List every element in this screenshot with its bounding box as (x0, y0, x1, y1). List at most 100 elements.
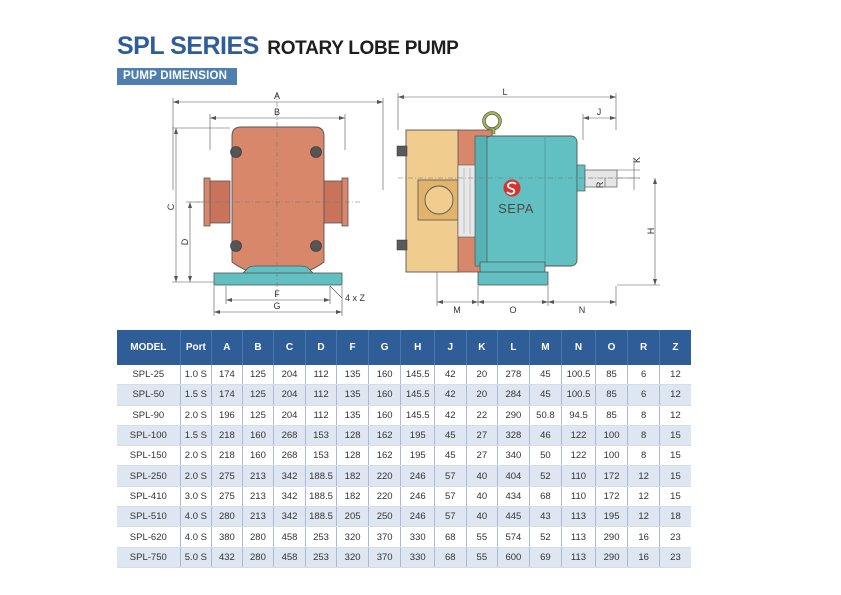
column-header-l: L (497, 330, 530, 365)
table-cell: 162 (368, 445, 402, 467)
table-cell: 68 (529, 486, 563, 508)
table-cell: 52 (529, 526, 563, 548)
table-cell: 268 (273, 445, 306, 467)
table-cell: 2.0 S (180, 405, 213, 426)
product-name: ROTARY LOBE PUMP (267, 38, 459, 59)
table-cell: 40 (466, 506, 499, 528)
table-cell: 125 (242, 365, 275, 386)
table-cell: 330 (400, 526, 435, 548)
table-cell: SPL-25 (117, 365, 181, 386)
table-cell: 55 (466, 547, 499, 568)
table-cell: 174 (211, 384, 243, 406)
table-cell: 112 (305, 384, 338, 406)
table-cell: SPL-750 (117, 547, 181, 568)
table-cell: 153 (305, 425, 338, 447)
table-cell: 280 (242, 547, 275, 568)
table-cell: 94.5 (561, 405, 596, 426)
table-cell: 5.0 S (180, 547, 213, 568)
table-cell: 342 (273, 465, 306, 487)
column-header-d: D (305, 330, 338, 365)
table-cell: 246 (400, 486, 435, 508)
table-cell: 246 (400, 506, 435, 528)
table-cell: 328 (497, 425, 530, 447)
dim-label-o: O (509, 305, 516, 315)
dim-label-r: R (595, 181, 605, 188)
table-cell: 220 (368, 465, 402, 487)
table-cell: 340 (497, 445, 530, 467)
column-header-n: N (561, 330, 596, 365)
table-cell: 12 (659, 365, 691, 386)
dim-label-g: G (273, 301, 280, 311)
table-cell: 380 (211, 526, 243, 548)
dim-label-d: D (180, 238, 190, 245)
table-cell: 68 (434, 547, 467, 568)
dim-label-m: M (453, 305, 461, 315)
table-cell: 45 (529, 384, 563, 406)
table-cell: 112 (305, 405, 338, 426)
table-cell: 1.5 S (180, 425, 213, 447)
table-cell: 45 (434, 425, 467, 447)
table-cell: 213 (242, 465, 275, 487)
table-cell: 404 (497, 465, 530, 487)
table-cell: 113 (561, 506, 596, 528)
dim-label-k: K (632, 157, 642, 163)
table-cell: 15 (659, 486, 691, 508)
table-cell: 55 (466, 526, 499, 548)
table-cell: 113 (561, 547, 596, 568)
table-cell: 204 (273, 365, 306, 386)
table-cell: 174 (211, 365, 243, 386)
table-cell: 12 (627, 506, 660, 528)
table-cell: 153 (305, 445, 338, 467)
dim-label-f: F (274, 289, 280, 299)
column-header-z: Z (659, 330, 691, 365)
table-cell: 46 (529, 425, 563, 447)
table-cell: 4.0 S (180, 506, 213, 528)
table-cell: 50.8 (529, 405, 563, 426)
table-cell: 213 (242, 506, 275, 528)
table-cell: 40 (466, 486, 499, 508)
column-header-m: M (529, 330, 563, 365)
table-cell: 12 (627, 465, 660, 487)
table-cell: 458 (273, 526, 306, 548)
table-cell: 57 (434, 486, 467, 508)
table-cell: 172 (595, 486, 629, 508)
table-cell: 196 (211, 405, 243, 426)
column-header-model: MODEL (117, 330, 181, 365)
table-cell: 27 (466, 425, 499, 447)
table-cell: 100 (595, 425, 629, 447)
table-cell: 246 (400, 465, 435, 487)
table-cell: 145.5 (400, 384, 435, 406)
table-cell: 128 (336, 445, 369, 467)
dim-label-h: H (646, 228, 656, 235)
dim-label-a: A (274, 91, 280, 101)
table-cell: 12 (627, 486, 660, 508)
column-header-j: J (434, 330, 467, 365)
table-cell: 43 (529, 506, 563, 528)
table-cell: 574 (497, 526, 530, 548)
table-cell: 172 (595, 465, 629, 487)
table-cell: 100 (595, 445, 629, 467)
table-cell: 8 (627, 425, 660, 447)
table-cell: 15 (659, 445, 691, 467)
table-cell: 1.5 S (180, 384, 213, 406)
table-cell: 69 (529, 547, 563, 568)
column-header-b: B (242, 330, 275, 365)
table-cell: 125 (242, 384, 275, 406)
table-cell: 284 (497, 384, 530, 406)
column-header-f: F (336, 330, 369, 365)
column-header-h: H (400, 330, 435, 365)
column-header-a: A (211, 330, 243, 365)
table-cell: 290 (497, 405, 530, 426)
table-cell: 220 (368, 486, 402, 508)
table-cell: 12 (659, 384, 691, 406)
page-title: SPL SERIES ROTARY LOBE PUMP (117, 32, 459, 61)
table-cell: 278 (497, 365, 530, 386)
table-cell: 600 (497, 547, 530, 568)
